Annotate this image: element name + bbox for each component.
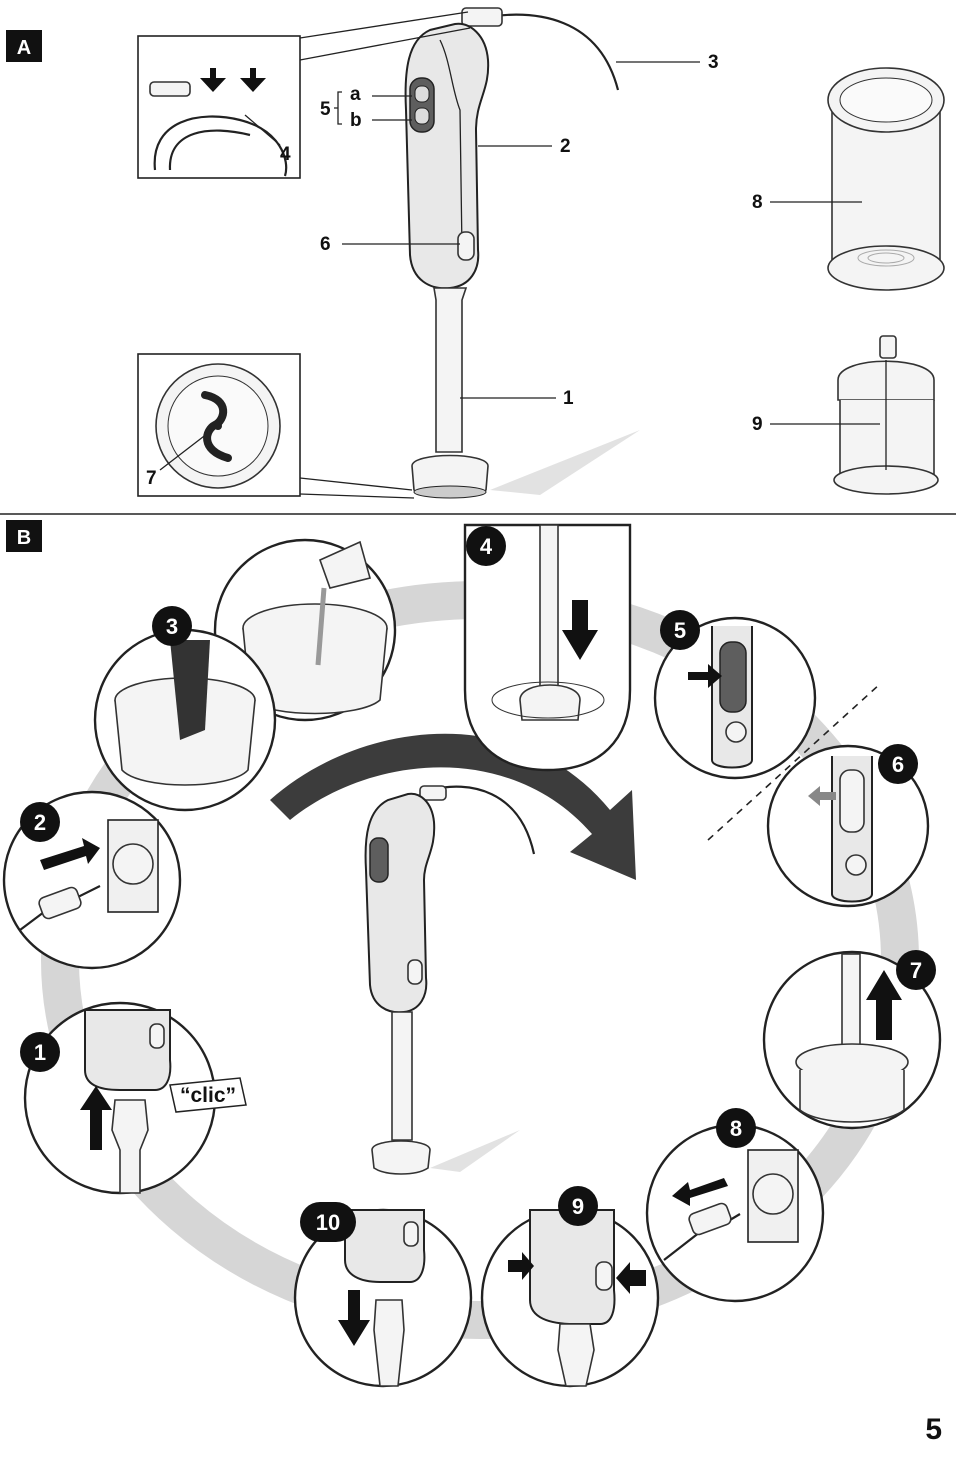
step-number-6: 6 — [892, 752, 904, 777]
section-b-label: B — [17, 527, 31, 549]
inset-cord-storage: 4 — [137, 11, 471, 179]
step-7-remove-blender: 7 — [762, 950, 942, 1130]
step-9-press-release: 9 — [480, 1186, 660, 1388]
arrow-right-icon — [40, 838, 100, 870]
arrow-down-detach-icon — [338, 1290, 370, 1346]
step-1-attach-shaft: “clic” 1 — [20, 1001, 247, 1195]
chopper: 9 — [752, 335, 939, 495]
step-number-9: 9 — [572, 1194, 584, 1219]
step-8-unplug: 8 — [645, 1108, 825, 1303]
step-6-release-switch: 6 — [766, 744, 930, 908]
part-label-9: 9 — [752, 414, 763, 435]
step-10-detach-shaft: 10 — [293, 1202, 473, 1388]
step-number-5: 5 — [674, 618, 686, 643]
step-number-10: 10 — [316, 1210, 340, 1235]
part-label-5: 5 — [320, 99, 331, 120]
step-3-fill-beaker: 3 — [93, 538, 397, 812]
page-number: 5 — [925, 1413, 942, 1446]
step-5-press-switch: 5 — [653, 610, 817, 780]
hand-blender-center — [364, 785, 536, 1175]
section-b-badge — [6, 520, 42, 552]
part-label-5a: a — [350, 84, 361, 105]
step-number-1: 1 — [34, 1040, 46, 1065]
inset-blade: 7 — [137, 353, 415, 499]
part-label-3: 3 — [708, 52, 719, 73]
step-number-4: 4 — [480, 534, 493, 559]
step-number-7: 7 — [910, 958, 922, 983]
step-2-plug-in: 2 — [2, 790, 182, 970]
label-4-leader — [244, 114, 281, 146]
cord-clip — [461, 7, 503, 27]
arrow-press-icon — [688, 664, 722, 688]
part-label-2: 2 — [560, 136, 571, 157]
part-label-6: 6 — [320, 234, 331, 255]
arrow-unplug-icon — [672, 1178, 728, 1206]
arrow-release-icon — [808, 786, 836, 806]
beaker: 8 — [752, 67, 945, 291]
part-label-4: 4 — [280, 144, 291, 165]
clic-text: “clic” — [180, 1084, 236, 1107]
part-label-7: 7 — [146, 468, 157, 489]
section-a: A — [6, 7, 945, 499]
part-label-8: 8 — [752, 192, 763, 213]
hand-blender-main — [404, 7, 640, 499]
part-label-1: 1 — [563, 388, 574, 409]
step-number-2: 2 — [34, 810, 46, 835]
clic-badge — [169, 1077, 247, 1113]
section-a-label: A — [17, 37, 31, 59]
blender-shaft — [433, 287, 468, 453]
arrow-up-icon — [80, 1086, 112, 1150]
section-a-badge — [6, 30, 42, 62]
step-number-8: 8 — [730, 1116, 742, 1141]
arrow-lift-icon — [866, 970, 902, 1040]
step-4-insert-blender: 4 — [463, 523, 632, 772]
release-button — [457, 231, 475, 261]
section-b: B “clic” 1 — [2, 520, 942, 1388]
part-label-5b: b — [350, 110, 362, 131]
arrow-down-icon — [562, 600, 598, 660]
arrow-squeeze-left-icon — [508, 1252, 534, 1280]
motor-unit — [404, 22, 490, 290]
arrow-squeeze-right-icon — [616, 1262, 646, 1294]
step-number-3: 3 — [166, 614, 178, 639]
